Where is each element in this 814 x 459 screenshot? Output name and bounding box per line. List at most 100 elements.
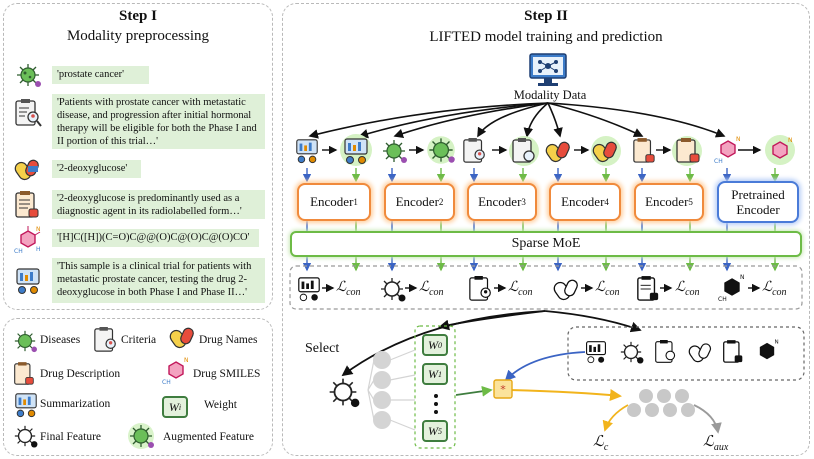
svg-text:N: N	[774, 340, 778, 346]
loss-sub: c	[603, 442, 609, 453]
loss-symbol: ℒ	[508, 280, 519, 295]
summarization-icon	[16, 268, 40, 294]
loss-sub: con	[605, 286, 620, 298]
loss-symbol: ℒ	[419, 280, 430, 295]
weight-sub: 0	[438, 340, 442, 350]
legend-criteria: Criteria	[121, 334, 157, 346]
augmented-pills-icon	[591, 136, 621, 166]
legend-drug-description: Drug Description	[40, 368, 121, 380]
loss-symbol: ℒ	[703, 434, 714, 450]
sparse-moe-label: Sparse MoE	[511, 236, 581, 251]
weight-sub: 5	[438, 426, 442, 436]
clipboard-search-icon	[15, 99, 42, 127]
pretrained-label-2: Encoder	[736, 202, 780, 217]
loss-symbol: ℒ	[595, 280, 606, 295]
loss-con-6: ℒcon	[762, 279, 787, 298]
loss-sub: con	[346, 286, 361, 298]
loss-con-3: ℒcon	[508, 279, 533, 298]
drug-description-final-icon	[723, 340, 743, 363]
loss-symbol: ℒ	[336, 280, 347, 295]
svg-text:N: N	[788, 137, 793, 144]
loss-c: ℒc	[593, 432, 608, 453]
legend-final-feature: Final Feature	[40, 431, 101, 443]
loss-sub: aux	[713, 442, 729, 453]
svg-text:N: N	[736, 136, 741, 143]
modality-data-label: Modality Data	[513, 88, 587, 102]
encoder-sub: 3	[521, 197, 526, 207]
step1-text-disease: 'prostate cancer'	[52, 66, 149, 84]
sparse-moe: Sparse MoE	[290, 231, 802, 257]
summarization-final-icon	[586, 341, 606, 364]
encoder-label: Encoder	[395, 194, 439, 209]
step1-text-drugname: '2-deoxyglucose'	[52, 160, 141, 178]
encoder-label: Encoder	[645, 194, 689, 209]
augmented-clipboard-icon	[509, 136, 539, 166]
step1-text-summary: 'This sample is a clinical trial for pat…	[52, 258, 265, 303]
pills-final-icon	[688, 343, 712, 363]
step2-panel	[282, 3, 810, 456]
pills-final-icon	[553, 279, 578, 301]
virus-icon	[383, 140, 407, 163]
loss-con-2: ℒcon	[419, 279, 444, 298]
clipboard-search-icon	[94, 327, 116, 352]
encoder-label: Encoder	[310, 194, 354, 209]
molecule-icon: N CH H	[14, 226, 41, 255]
final-feature-icon	[620, 341, 644, 364]
encoder-sub: 5	[688, 197, 693, 207]
summarization-icon	[15, 393, 37, 418]
clipboard-search-icon	[463, 138, 485, 163]
pills-icon	[169, 327, 194, 349]
criteria-final-icon	[469, 276, 491, 301]
svg-text:*: *	[500, 383, 506, 396]
loss-con-5: ℒcon	[675, 279, 700, 298]
step2-title: Step II	[524, 8, 568, 24]
loss-sub: con	[772, 286, 787, 298]
legend-summarization: Summarization	[40, 398, 111, 410]
step1-panel	[3, 3, 273, 310]
criteria-final-icon	[655, 340, 676, 363]
pills-icon	[545, 141, 570, 163]
molecule-icon: N CH	[162, 357, 189, 386]
encoder-sub: 4	[604, 197, 609, 207]
legend-augmented-feature: Augmented Feature	[163, 431, 255, 443]
virus-icon	[17, 64, 41, 87]
weight-sub: 1	[438, 369, 442, 379]
step2-subtitle: LIFTED model training and prediction	[429, 29, 663, 45]
loss-sub: con	[685, 286, 700, 298]
augmented-summarization-icon	[340, 134, 372, 166]
loss-sub: con	[429, 286, 444, 298]
svg-text:H: H	[36, 246, 41, 253]
weight-symbol: W	[428, 337, 438, 352]
encoder-label: Encoder	[478, 194, 522, 209]
loss-symbol: ℒ	[593, 434, 604, 450]
encoder-sub: 2	[438, 197, 444, 207]
drug-description-final-icon	[637, 276, 659, 301]
virus-icon	[14, 330, 37, 353]
summarization-final-icon	[298, 277, 320, 302]
weight-sub: i	[178, 402, 182, 412]
monitor-network-icon	[529, 53, 567, 86]
weight-symbol: W	[168, 399, 179, 414]
weight-symbol: W	[428, 423, 438, 438]
step1-title: Step I	[119, 8, 157, 24]
ellipsis-icon	[434, 394, 438, 414]
svg-text:CH: CH	[718, 296, 727, 303]
encoder-label: Encoder	[561, 194, 605, 209]
step1-text-smiles: '[H]C([H])(C=O)C@@(O)C@(O)C@(O)CO'	[52, 229, 259, 247]
loss-sub: con	[518, 286, 533, 298]
loss-con-4: ℒcon	[595, 279, 620, 298]
legend-diseases: Diseases	[40, 334, 81, 346]
molecule-icon: N CH	[714, 136, 741, 165]
drug-description-icon	[633, 138, 655, 163]
augmented-virus-icon	[427, 136, 455, 164]
summarization-icon	[296, 139, 318, 164]
step1-text-drugdesc: '2-deoxyglucose is predominantly used as…	[52, 190, 265, 219]
